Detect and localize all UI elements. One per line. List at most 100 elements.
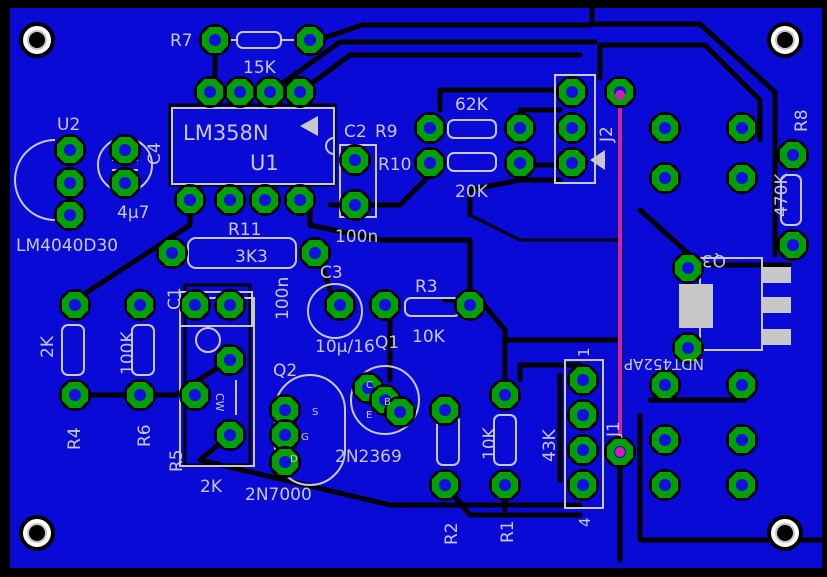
label-r7: R7: [170, 31, 193, 51]
pad: [269, 446, 301, 478]
pad: [59, 379, 91, 411]
label-r5: R5: [167, 449, 187, 472]
pad: [284, 76, 316, 108]
label-u1: U1: [250, 151, 279, 175]
label-r3: R3: [415, 277, 438, 297]
pad: [179, 289, 211, 321]
pad: [567, 434, 599, 466]
label-c2-value: 100n: [335, 227, 378, 247]
pad: [214, 289, 246, 321]
label-q3-value: NDT452AP: [624, 355, 704, 373]
label-q1: Q1: [375, 333, 399, 353]
label-r8-value: 470K: [772, 173, 792, 217]
pad: [726, 469, 758, 501]
pad: [649, 369, 681, 401]
pad: [214, 184, 246, 216]
label-r2: R2: [442, 522, 462, 545]
label-q3: Q3: [702, 250, 726, 270]
label-r6: R6: [135, 424, 155, 447]
pad: [414, 147, 446, 179]
pad: [174, 184, 206, 216]
pad: [556, 76, 588, 108]
pad: [124, 289, 156, 321]
pad: [269, 419, 301, 451]
pad: [649, 112, 681, 144]
pad: [59, 289, 91, 321]
label-q2-value: 2N7000: [245, 485, 312, 505]
label-r9-value: 62K: [455, 95, 489, 115]
pad: [249, 184, 281, 216]
pad: [672, 252, 704, 284]
pad: [54, 167, 86, 199]
label-cw: CW: [213, 393, 226, 412]
label-c2: C2: [344, 122, 367, 142]
pad: [54, 134, 86, 166]
label-r10-value: 20K: [455, 182, 489, 202]
label-c3: C3: [320, 263, 343, 283]
pad: [649, 424, 681, 456]
label-q2-d: D: [290, 454, 298, 465]
label-r8: R8: [792, 109, 812, 132]
label-q1-e: E: [366, 410, 372, 421]
label-j1: J1: [604, 421, 624, 438]
label-r3-value: 10K: [412, 327, 446, 347]
pad: [726, 369, 758, 401]
pad: [156, 237, 188, 269]
pad: [556, 112, 588, 144]
pad: [777, 229, 809, 261]
pad: [672, 332, 704, 364]
pad: [109, 134, 141, 166]
pad: [214, 419, 246, 451]
label-q1-c: C: [366, 380, 373, 391]
pad: [726, 424, 758, 456]
pad: [54, 199, 86, 231]
pad: [339, 189, 371, 221]
pad: [339, 144, 371, 176]
label-j1-pin1: 1: [575, 347, 593, 357]
pad: [777, 139, 809, 171]
label-r4: R4: [65, 427, 85, 450]
pad: [384, 396, 416, 428]
label-r1-value: 43K: [540, 428, 560, 462]
label-u1-value: LM358N: [183, 121, 269, 145]
pad: [254, 76, 286, 108]
label-r1: R1: [498, 520, 518, 543]
label-j2: J2: [597, 126, 617, 143]
label-c3-value: 10μ/16: [315, 337, 375, 357]
label-c1-value: 100n: [273, 277, 293, 320]
pad: [194, 76, 226, 108]
pad: [199, 24, 231, 56]
label-r11: R11: [228, 220, 261, 240]
label-r6-value: 100K: [118, 331, 138, 375]
pad: [369, 289, 401, 321]
pad: [504, 112, 536, 144]
pad: [294, 24, 326, 56]
label-r11-value: 3K3: [235, 247, 268, 267]
label-u2: U2: [57, 115, 80, 135]
pad: [414, 112, 446, 144]
pad: [284, 184, 316, 216]
label-c1: C1: [165, 287, 185, 310]
pad: [726, 162, 758, 194]
label-r10: R10: [378, 155, 411, 175]
pad: [567, 399, 599, 431]
label-j1-pin4: 4: [576, 517, 594, 527]
diode-icon: [14, 139, 56, 221]
pad: [649, 162, 681, 194]
pad: [504, 147, 536, 179]
label-c4-value: 4μ7: [117, 203, 149, 223]
label-q2-s: S: [312, 407, 318, 418]
pad: [109, 167, 141, 199]
pad: [567, 364, 599, 396]
pad: [726, 112, 758, 144]
silk-labels: R7 15K U2 LM4040D30 C4 4μ7 LM358N U1 C2 …: [16, 31, 812, 545]
label-r4-value: 2K: [38, 335, 58, 358]
label-q1-value: 2N2369: [335, 447, 402, 467]
pad: [649, 469, 681, 501]
label-q2: Q2: [273, 361, 297, 381]
pad: [299, 237, 331, 269]
label-u2-value: LM4040D30: [16, 236, 118, 256]
pad: [489, 379, 521, 411]
pad: [489, 469, 521, 501]
pad: [429, 469, 461, 501]
